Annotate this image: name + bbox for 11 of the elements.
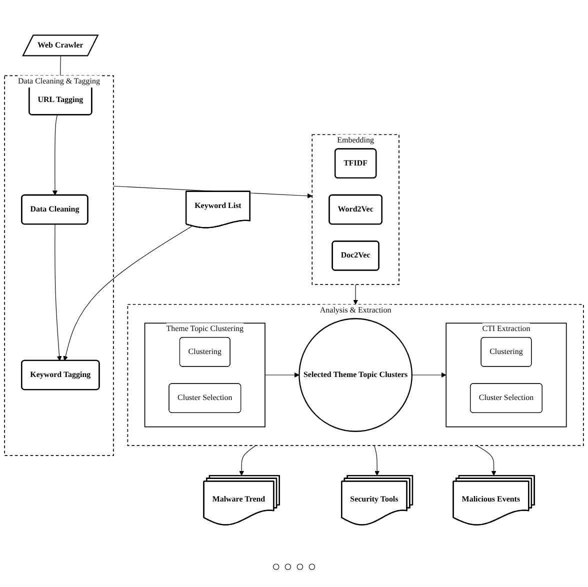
arrow xyxy=(374,445,380,476)
arrow xyxy=(476,445,496,476)
arrow xyxy=(54,224,62,361)
arrow xyxy=(113,186,312,198)
arrow xyxy=(353,284,358,305)
arrow xyxy=(239,445,256,476)
arrow xyxy=(52,114,58,196)
arrow xyxy=(264,372,300,378)
arrow xyxy=(412,372,446,378)
ellipsis-dots: ○ ○ ○ ○ xyxy=(272,560,316,575)
arrow xyxy=(63,226,192,361)
